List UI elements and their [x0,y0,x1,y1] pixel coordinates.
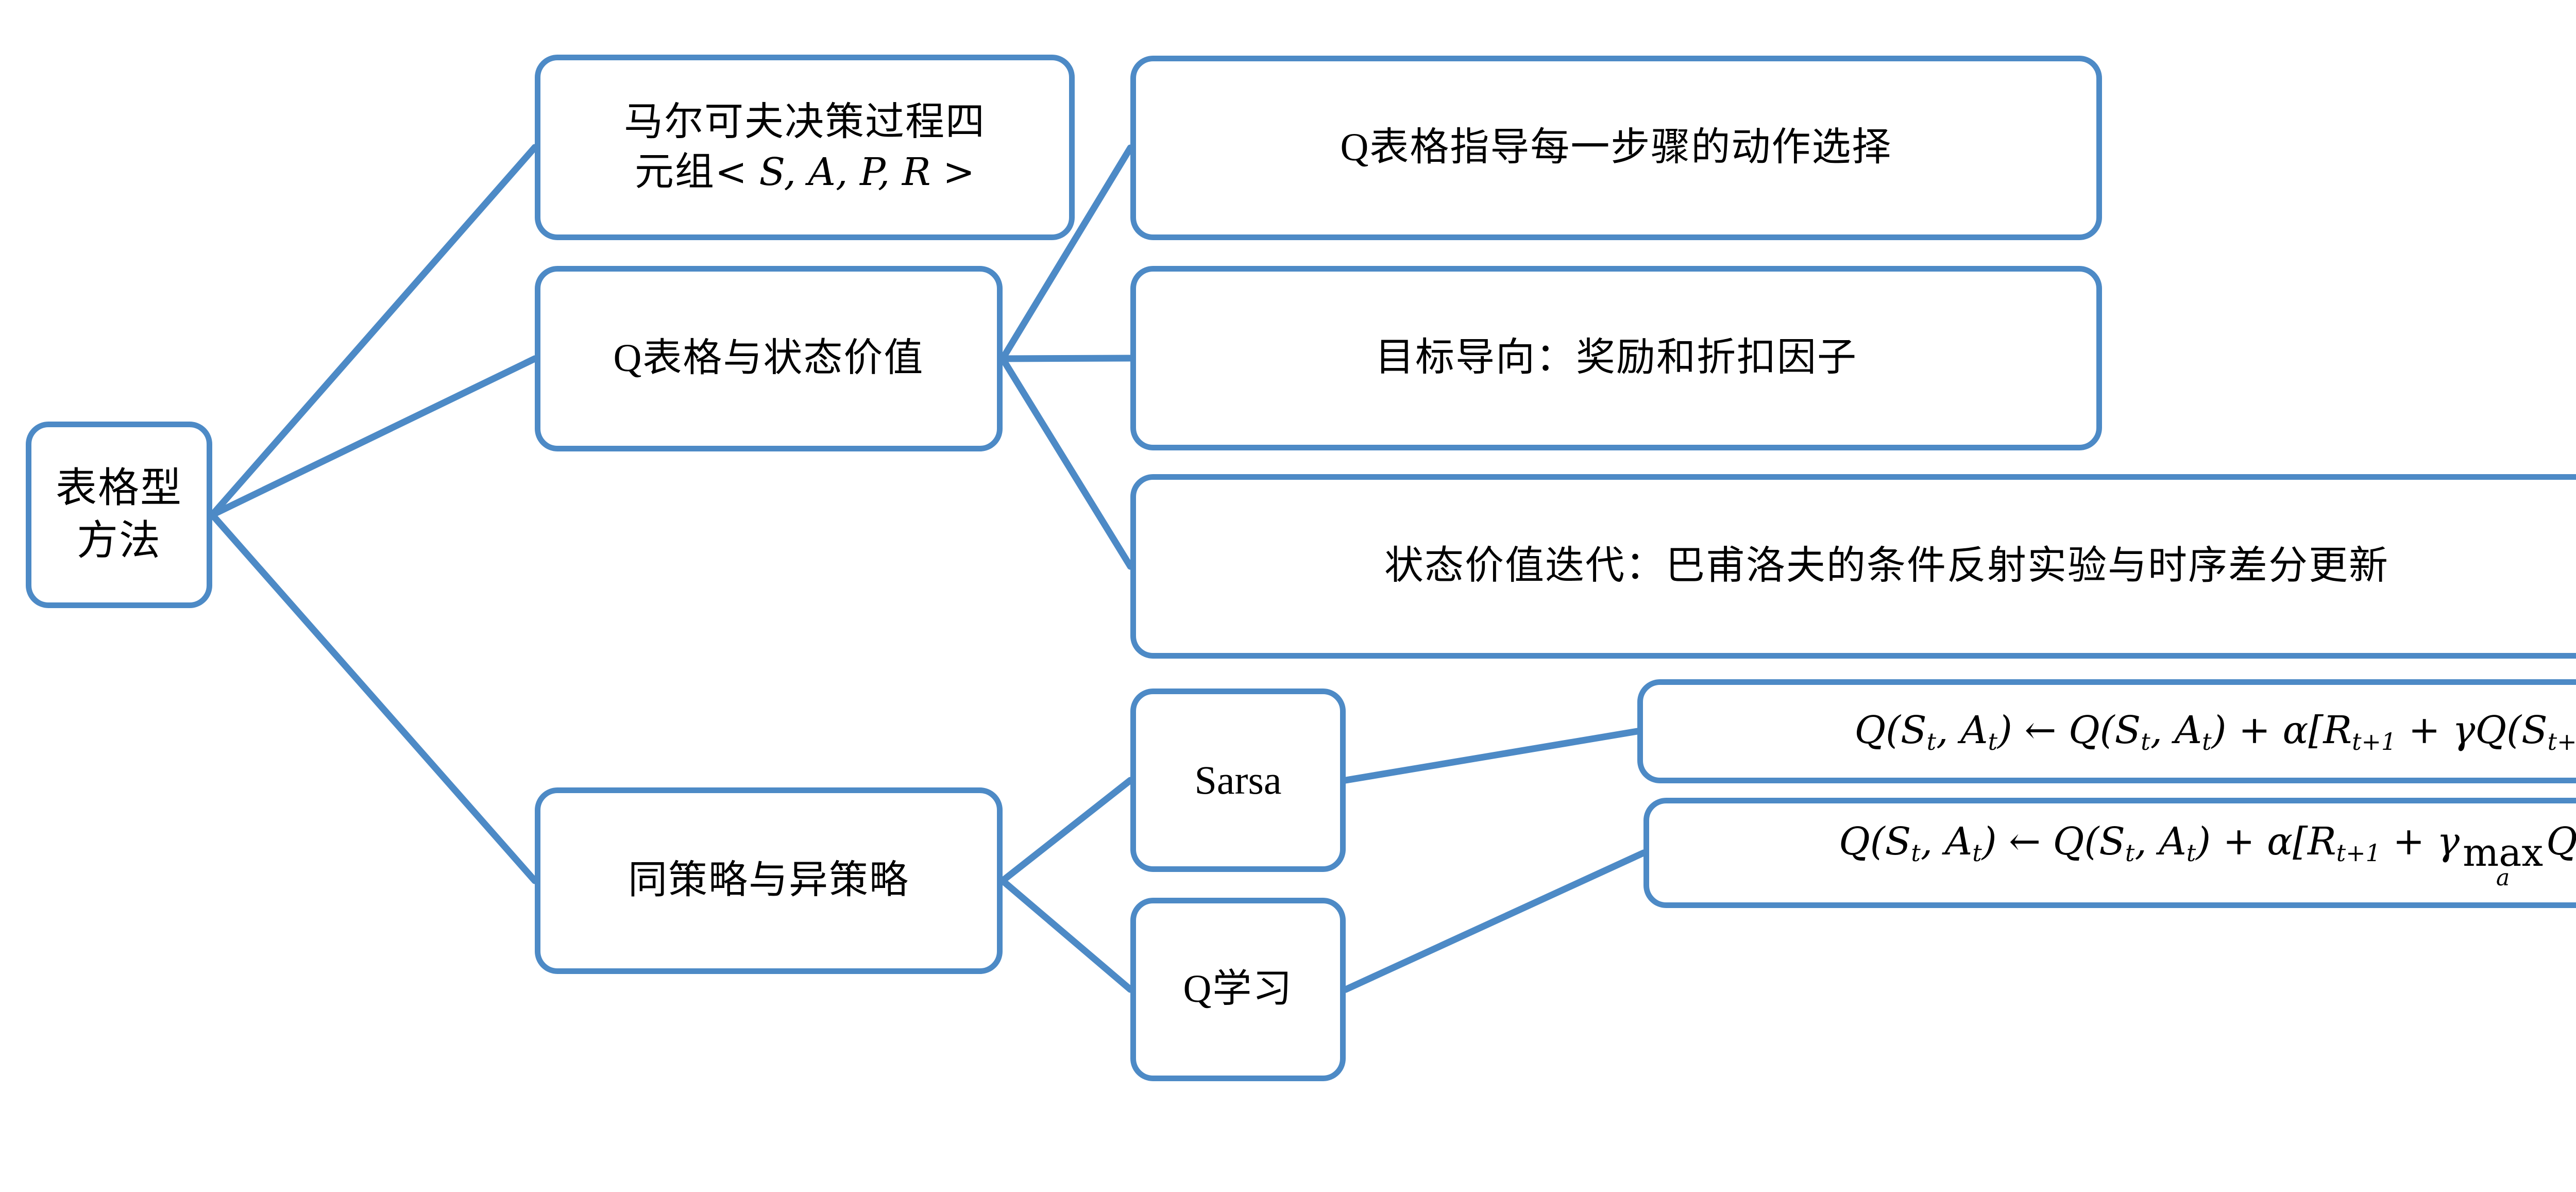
node-qlearning[interactable]: Q学习 [1130,898,1346,1081]
node-sarsa[interactable]: Sarsa [1130,689,1346,872]
node-qlearning-formula[interactable]: Q(St, At) ← Q(St, At) + α[Rt+1 + γmaxaQ(… [1643,798,2576,908]
edge-policy-to-sarsa [999,777,1134,884]
node-sarsa-formula[interactable]: Q(St, At) ← Q(St, At) + α[Rt+1 + γQ(St+1… [1637,679,2576,783]
node-qtable-child-1-label: Q表格指导每一步骤的动作选择 [1340,126,1892,170]
sarsa-formula-expression: Q(St, At) ← Q(St, At) + α[Rt+1 + γQ(St+1… [1854,708,2576,756]
edge-qtable-to-child3 [999,355,1134,570]
edge-root-to-policy [209,511,538,884]
node-qtable[interactable]: Q表格与状态价值 [535,266,1003,451]
node-mdp-tuple-math: < S, A, P, R > [715,150,975,194]
edge-sarsa-to-formula [1342,728,1641,784]
node-qtable-child-2[interactable]: 目标导向：奖励和折扣因子 [1130,266,2102,450]
qlearning-formula-expression: Q(St, At) ← Q(St, At) + α[Rt+1 + γmaxaQ(… [1839,819,2576,892]
node-sarsa-label: Sarsa [1194,758,1282,803]
edge-root-to-mdp [209,144,538,518]
node-policy-label: 同策略与异策略 [628,859,909,902]
node-qlearning-label: Q学习 [1183,967,1293,1011]
node-root-label: 表格型方法 [56,465,182,564]
edge-policy-to-qlearning [999,877,1134,993]
node-qtable-label: Q表格与状态价值 [613,337,924,380]
node-qtable-child-3-label: 状态价值迭代：巴甫洛夫的条件反射实验与时序差分更新 [1384,544,2389,588]
node-policy[interactable]: 同策略与异策略 [535,787,1003,974]
edge-qlearning-to-formula [1342,849,1647,993]
node-mdp-label-line2: 元组< S, A, P, R > [624,147,986,197]
node-qtable-child-1[interactable]: Q表格指导每一步骤的动作选择 [1130,56,2102,240]
node-qtable-child-2-label: 目标导向：奖励和折扣因子 [1375,336,1857,380]
edge-qtable-to-child2 [999,355,1134,362]
node-mdp-label-line2-cjk: 元组 [634,150,715,194]
node-mdp[interactable]: 马尔可夫决策过程四 元组< S, A, P, R > [535,55,1075,240]
node-mdp-label-line1: 马尔可夫决策过程四 [624,100,986,144]
node-qtable-child-3[interactable]: 状态价值迭代：巴甫洛夫的条件反射实验与时序差分更新 [1130,474,2576,659]
edge-root-to-qtable [209,355,538,518]
node-root[interactable]: 表格型方法 [26,422,212,608]
